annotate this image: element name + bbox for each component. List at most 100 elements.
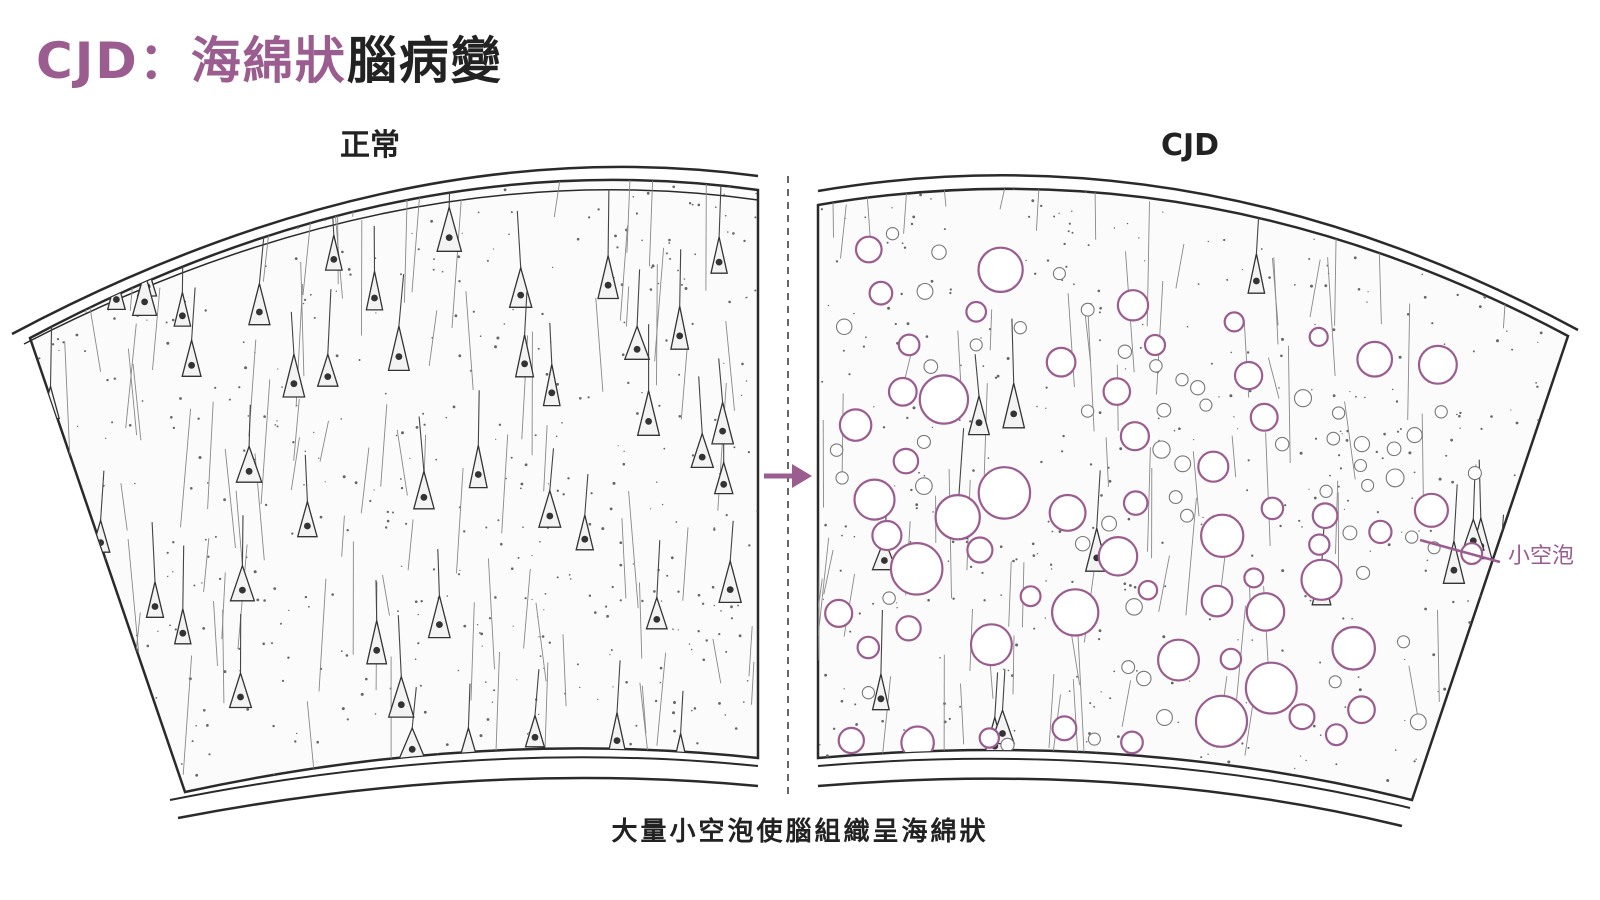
tissue-speck [1076,184,1078,186]
tissue-speck [409,457,411,459]
tissue-speck [417,642,420,645]
vacuole [854,235,883,264]
dendrite [656,540,661,598]
vacuole [1121,660,1136,675]
tissue-speck [1233,416,1235,418]
tissue-speck [1391,388,1394,391]
tissue-speck [399,478,402,480]
tissue-speck [609,654,611,656]
tissue-speck [1544,500,1547,503]
tissue-speck [510,456,513,459]
tissue-speck [189,172,192,175]
vacuole [1406,427,1423,444]
nerve-fiber [654,247,665,362]
tissue-speck [457,573,461,576]
neuron [645,595,668,630]
tissue-speck [690,648,693,651]
tissue-speck [994,376,998,379]
nerve-fiber [656,652,667,746]
tissue-speck [732,232,735,235]
neuron-nucleus [141,298,149,306]
tissue-speck [1218,396,1220,398]
nerve-fiber [1344,401,1356,480]
vacuole [1331,625,1377,671]
nerve-fiber [626,179,631,253]
vacuole [853,478,896,521]
tissue-speck [1229,394,1233,398]
tissue-speck [1098,311,1101,314]
vacuole [1102,377,1132,406]
tissue-speck [625,681,628,684]
tissue-speck [1557,405,1560,408]
nerve-fiber [1234,188,1241,202]
tissue-speck [748,544,751,547]
tissue-speck [113,317,116,320]
tissue-speck [1173,429,1176,432]
nerve-fiber [621,518,627,599]
tissue-speck [896,607,898,609]
tissue-speck [1338,454,1341,457]
dendrite [375,580,378,621]
neuron [55,228,80,268]
dendrite [534,669,540,716]
tissue-speck [46,255,49,257]
tissue-speck [1559,519,1561,521]
tissue-speck [705,639,708,642]
neuron-nucleus [653,616,661,623]
tissue-speck [30,522,32,524]
tissue-speck [99,222,101,225]
tissue-speck [1314,437,1318,440]
tissue-speck [75,333,79,337]
tissue-speck [981,571,984,575]
tissue-speck [81,229,84,232]
nerve-fiber [113,179,120,220]
tissue-speck [851,182,853,184]
tissue-speck [1355,395,1357,398]
vacuole [1467,466,1482,481]
nerve-fiber [487,558,495,670]
tissue-speck [537,347,540,350]
tissue-speck [562,493,565,496]
tissue-speck [547,483,550,485]
neuron [324,234,343,271]
dendrite [974,354,980,396]
tissue-speck [1513,474,1516,477]
tissue-speck [34,743,37,747]
tissue-speck [202,627,206,630]
nerve-fiber [818,537,830,636]
tissue-speck [155,697,158,699]
tissue-speck [1445,454,1448,457]
tissue-speck [534,434,537,437]
tissue-speck [1063,242,1066,246]
tissue-speck [494,345,497,349]
neuron-nucleus [151,603,159,610]
tissue-speck [725,650,728,653]
tissue-speck [579,686,581,689]
tissue-speck [1511,348,1514,351]
tissue-speck [1013,729,1016,732]
neuron [365,271,384,311]
nerve-fiber [1267,357,1280,399]
vacuole [892,447,920,475]
tissue-speck [492,248,495,250]
nerve-fiber [341,515,345,557]
tissue-speck [319,515,323,519]
tissue-speck [621,353,625,357]
nerve-fiber [319,420,329,462]
tissue-speck [943,228,946,231]
neuron [468,445,488,489]
vacuole [1328,675,1342,689]
nerve-fiber [318,578,327,692]
vacuole [1125,598,1143,616]
tissue-speck [1431,322,1434,325]
tissue-speck [1459,411,1462,415]
tissue-speck [906,322,910,326]
tissue-speck [411,232,413,235]
neuron [538,488,562,528]
tissue-speck [273,587,277,590]
nerve-fiber [1265,432,1271,547]
tissue-speck [721,770,723,773]
neuron-nucleus [408,745,416,753]
neuron-nucleus [373,646,381,654]
dendrite [584,474,589,516]
